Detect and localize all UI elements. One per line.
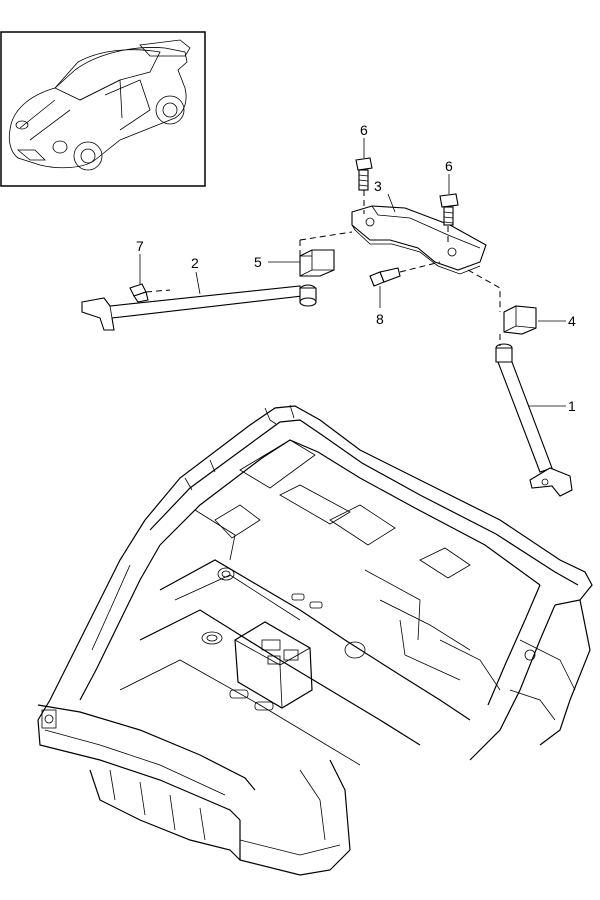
part-4-mount	[503, 305, 537, 335]
leader-lines	[139, 138, 566, 407]
part-1-strut-bar	[495, 343, 573, 497]
part-8-bolt	[369, 267, 401, 287]
front-body-structure	[37, 404, 593, 876]
assembly-lines	[145, 190, 501, 346]
callout-4: 4	[568, 313, 576, 329]
part-6-bolt-right	[439, 193, 459, 226]
callout-6-left: 6	[360, 122, 368, 138]
part-2-strut-bar	[81, 284, 317, 331]
callout-1: 1	[568, 398, 576, 414]
part-7-bolt	[129, 283, 149, 303]
callout-8: 8	[376, 311, 384, 327]
callout-5: 5	[254, 254, 262, 270]
callout-7: 7	[136, 238, 144, 254]
callout-2: 2	[191, 255, 199, 271]
callout-3: 3	[374, 178, 382, 194]
part-5-mount	[299, 249, 335, 277]
vehicle-thumbnail	[0, 31, 206, 187]
part-6-bolt-left	[355, 157, 373, 191]
callout-6-right: 6	[445, 158, 453, 174]
part-3-bracket	[351, 205, 487, 275]
